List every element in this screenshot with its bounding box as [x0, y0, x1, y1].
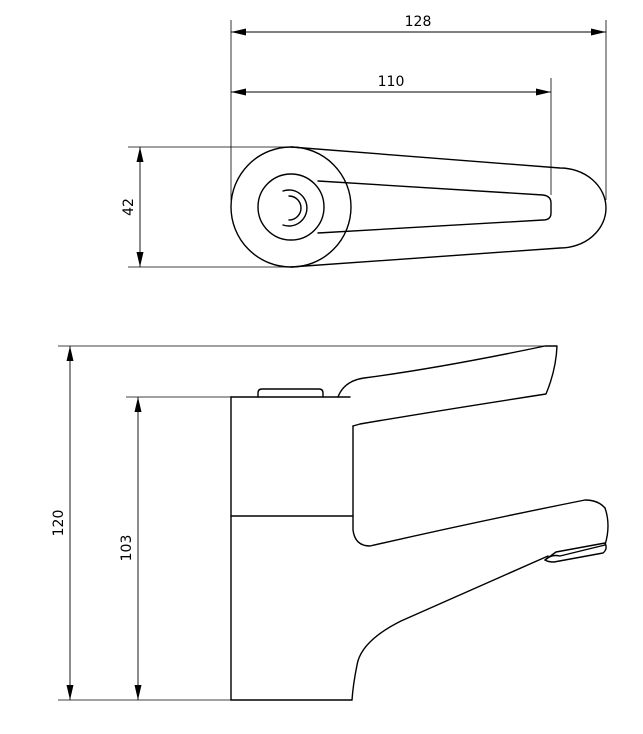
top-view: 128 110 42 [121, 14, 607, 268]
dimension-103: 103 [119, 396, 231, 700]
dimension-label-42: 42 [121, 198, 137, 216]
side-view: 120 103 [51, 345, 609, 701]
dimension-42: 42 [121, 146, 291, 268]
dimension-110: 110 [231, 74, 552, 195]
dimension-120: 120 [51, 345, 550, 701]
dimension-label-128: 128 [405, 14, 432, 30]
dimension-label-110: 110 [378, 74, 405, 90]
dimension-128: 128 [230, 14, 607, 200]
dimension-label-103: 103 [119, 535, 135, 562]
dimension-label-120: 120 [51, 510, 67, 537]
tap-body-side-outline [230, 345, 609, 701]
lever-handle-top-outline [230, 146, 607, 268]
